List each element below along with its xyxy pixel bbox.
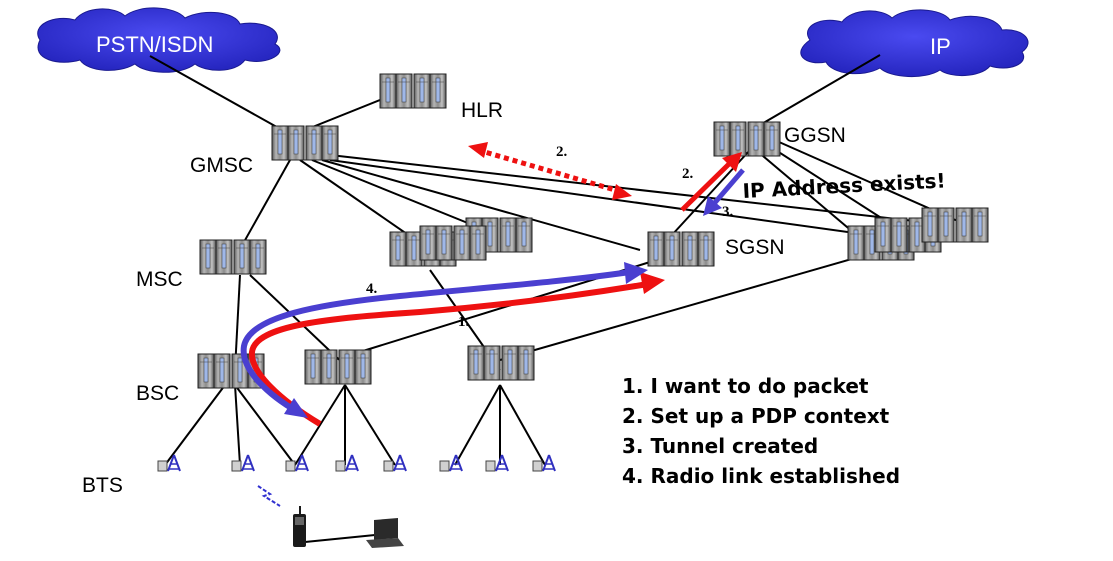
bts-tower [335, 454, 359, 472]
sgsn-node-4 [922, 208, 988, 242]
ggsn-label: GGSN [784, 124, 846, 147]
step-label-radio: 4. [366, 281, 378, 297]
legend-item: 1. I want to do packet [622, 374, 869, 398]
radio-signal-icon [257, 485, 281, 507]
legend-item: 3. Tunnel created [622, 434, 819, 458]
bsc-label: BSC [136, 382, 180, 405]
legend: 1. I want to do packet 2. Set up a PDP c… [622, 371, 900, 491]
sgsn-label: SGSN [725, 236, 785, 259]
bts-towers [157, 454, 556, 472]
bts-tower [383, 454, 407, 472]
hlr-node [380, 74, 446, 108]
bsc-node-2 [305, 350, 371, 384]
step-label-tunnel: 3. [722, 204, 734, 220]
hlr-label: HLR [461, 99, 504, 122]
ggsn-node [714, 122, 780, 156]
step-label-request: 1. [458, 314, 470, 330]
pstn-isdn-label: PSTN/ISDN [96, 32, 214, 57]
links [149, 54, 961, 543]
legend-item: 2. Set up a PDP context [622, 404, 890, 428]
gmsc-label: GMSC [190, 154, 253, 177]
bts-label: BTS [82, 474, 123, 497]
step-label-sgsn-ggsn: 2. [682, 166, 694, 182]
bts-tower [485, 454, 509, 472]
radio-link-blue-arrow [240, 262, 648, 418]
sgsn-ggsn-red-arrow [680, 152, 742, 212]
mobile-phone-icon [293, 506, 306, 547]
radio-link-red-arrow [248, 272, 665, 427]
ip-cloud [800, 9, 1029, 78]
step-label-hlr: 2. [556, 144, 568, 160]
hlr-sgsn-arrow [468, 142, 632, 200]
gmsc-node [272, 126, 338, 160]
laptop-icon [366, 518, 404, 548]
bsc-node-3 [468, 346, 534, 380]
bts-tower [157, 454, 181, 472]
ggsn-sgsn-blue-arrow [703, 168, 745, 216]
legend-item: 4. Radio link established [622, 464, 901, 488]
msc-node [200, 240, 266, 274]
sgsn-node [648, 232, 714, 266]
pstn-cloud [37, 7, 281, 73]
ip-cloud-label: IP [930, 34, 951, 59]
msc-label: MSC [136, 268, 183, 291]
bts-tower [231, 454, 255, 472]
